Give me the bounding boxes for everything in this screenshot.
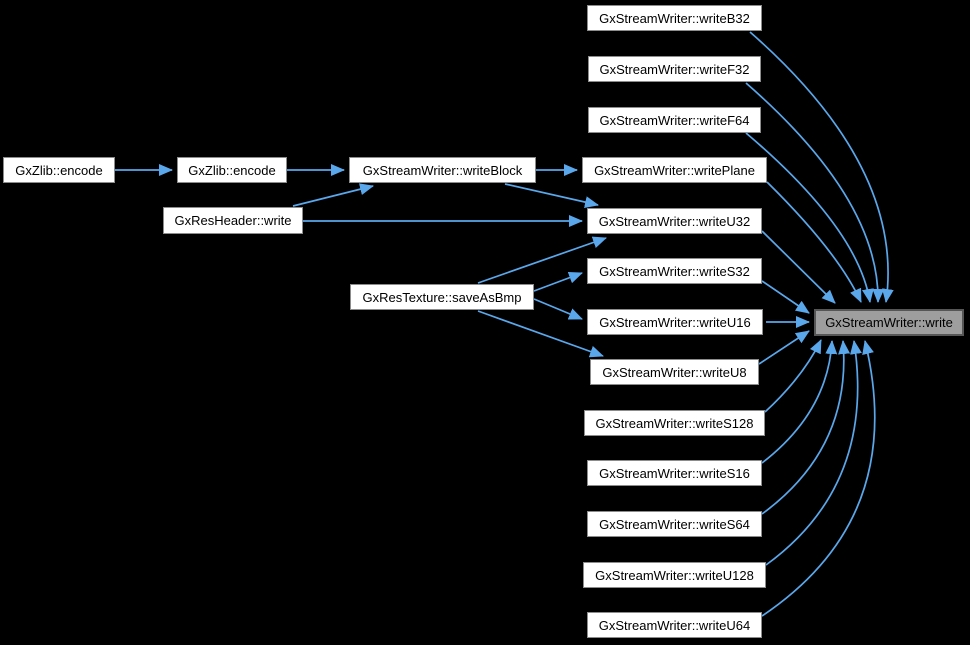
edge-writeU64-to-write xyxy=(761,340,876,617)
node-resheader[interactable]: GxResHeader::write xyxy=(163,207,303,234)
edge-saveasbmp-to-writeU32 xyxy=(477,236,607,284)
edge-resheader-to-writeblock xyxy=(292,183,374,207)
node-writeB32[interactable]: GxStreamWriter::writeB32 xyxy=(587,5,762,31)
node-writeU16[interactable]: GxStreamWriter::writeU16 xyxy=(587,309,763,335)
node-writeblock[interactable]: GxStreamWriter::writeBlock xyxy=(349,157,536,183)
edge-writeF32-to-write xyxy=(745,82,885,303)
edge-saveasbmp-to-writeS32 xyxy=(533,271,583,292)
edge-writeU128-to-write xyxy=(765,340,862,566)
node-writeU8[interactable]: GxStreamWriter::writeU8 xyxy=(590,359,759,385)
node-encode-outer[interactable]: GxZlib::encode xyxy=(3,157,115,183)
edge-writeF64-to-write xyxy=(745,132,874,303)
node-writeS64[interactable]: GxStreamWriter::writeS64 xyxy=(587,511,762,537)
node-encode-inner[interactable]: GxZlib::encode xyxy=(177,157,287,183)
edge-writeB32-to-write xyxy=(749,31,894,303)
edge-saveasbmp-to-writeU16 xyxy=(533,298,583,320)
node-writeF64[interactable]: GxStreamWriter::writeF64 xyxy=(588,107,761,133)
node-writeS32[interactable]: GxStreamWriter::writeS32 xyxy=(587,258,762,284)
node-writeS16[interactable]: GxStreamWriter::writeS16 xyxy=(587,460,762,486)
node-writeS128[interactable]: GxStreamWriter::writeS128 xyxy=(584,410,765,436)
node-writeU32[interactable]: GxStreamWriter::writeU32 xyxy=(587,208,762,234)
edge-saveasbmp-to-writeU8 xyxy=(477,310,604,358)
edge-writeU32-to-write xyxy=(761,230,836,304)
node-writePlane[interactable]: GxStreamWriter::writePlane xyxy=(582,157,767,183)
node-writeU128[interactable]: GxStreamWriter::writeU128 xyxy=(583,562,766,588)
edge-writeS32-to-write xyxy=(761,280,810,314)
edge-writeU8-to-write xyxy=(758,330,810,365)
node-write: GxStreamWriter::write xyxy=(814,309,964,336)
node-writeU64[interactable]: GxStreamWriter::writeU64 xyxy=(587,612,762,638)
node-saveasbmp[interactable]: GxResTexture::saveAsBmp xyxy=(350,284,534,310)
edge-writePlane-to-write xyxy=(766,181,862,303)
edge-writeS16-to-write xyxy=(761,340,838,464)
edge-writeblock-to-writeU32 xyxy=(504,183,599,208)
edges xyxy=(115,31,894,617)
edge-writeS128-to-write xyxy=(764,339,822,413)
edge-writeS64-to-write xyxy=(761,340,851,515)
node-writeF32[interactable]: GxStreamWriter::writeF32 xyxy=(588,56,761,82)
